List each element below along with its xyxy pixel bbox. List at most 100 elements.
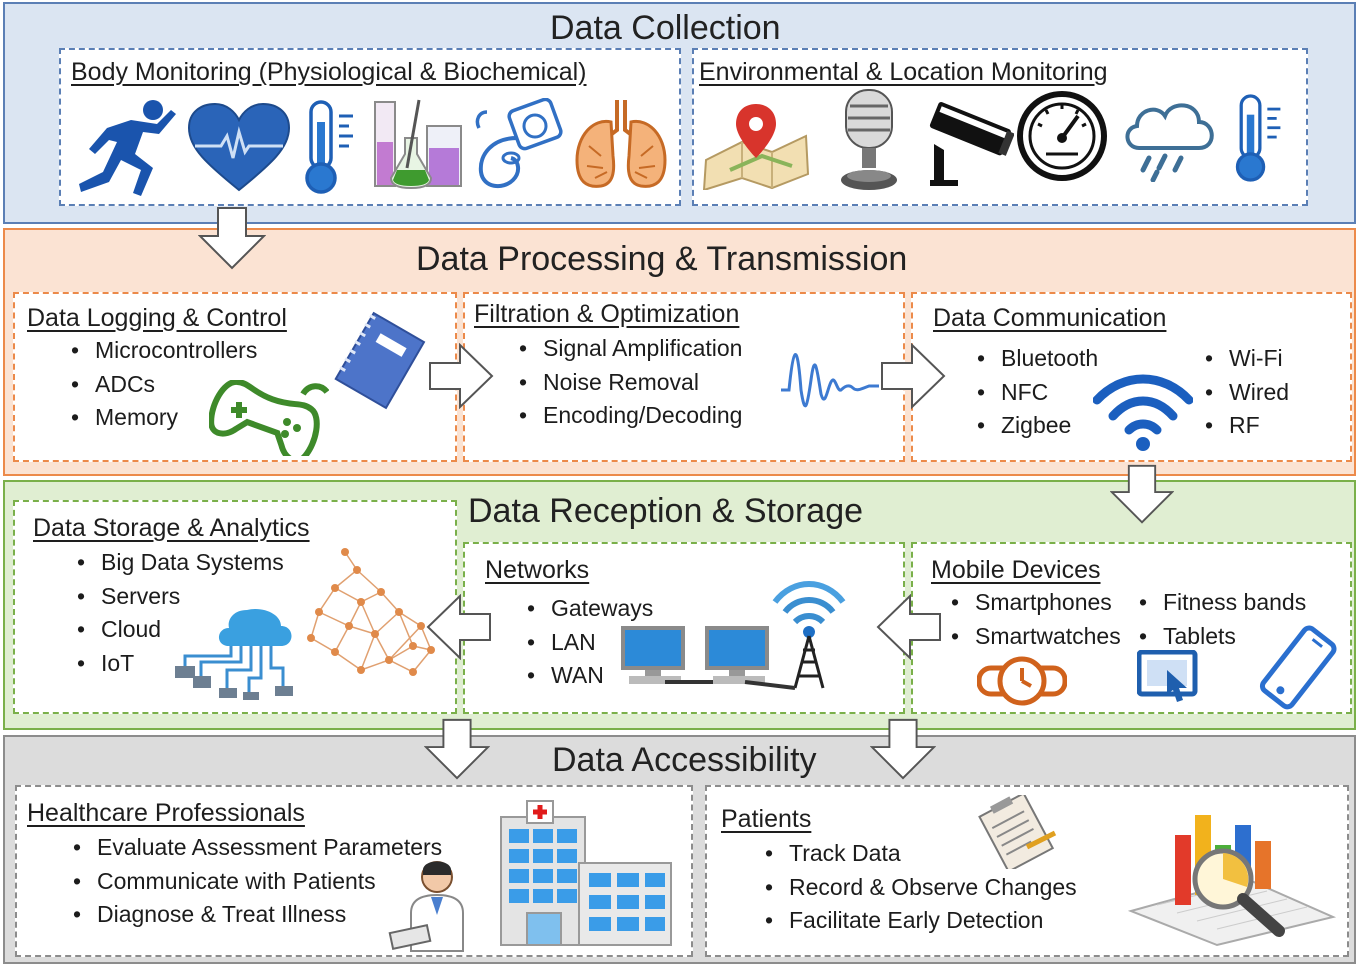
list-item: Memory	[71, 401, 257, 435]
list-item: Wired	[1205, 376, 1289, 410]
map-pin-icon	[702, 104, 810, 190]
computers-tower-icon	[621, 581, 846, 690]
microphone-icon	[841, 89, 897, 190]
cloud-network-icon	[175, 608, 293, 700]
list-item: Facilitate Early Detection	[765, 904, 1077, 938]
doctor-icon	[388, 861, 464, 952]
networks-list: Gateways LAN WAN	[527, 592, 653, 693]
runner-icon	[79, 100, 176, 196]
list-item: LAN	[527, 626, 653, 660]
data-logging-panel: Data Logging & Control Microcontrollers …	[13, 292, 457, 462]
list-item: Encoding/Decoding	[519, 399, 742, 433]
environmental-monitoring-title: Environmental & Location Monitoring	[699, 58, 1108, 86]
filtration-list: Signal Amplification Noise Removal Encod…	[519, 332, 742, 433]
list-item: Communicate with Patients	[73, 865, 442, 899]
gauge-icon	[1017, 91, 1107, 181]
filtration-panel: Filtration & Optimization Signal Amplifi…	[463, 292, 905, 462]
list-item: WAN	[527, 659, 653, 693]
data-collection-title: Data Collection	[550, 9, 781, 47]
data-logging-title: Data Logging & Control	[27, 304, 287, 332]
network-graph-icon	[307, 548, 435, 676]
body-monitoring-title: Body Monitoring (Physiological & Biochem…	[71, 58, 587, 86]
patients-panel: Patients Track Data Record & Observe Cha…	[705, 785, 1349, 957]
list-item: Servers	[77, 580, 284, 614]
healthcare-professionals-list: Evaluate Assessment Parameters Communica…	[73, 831, 442, 932]
list-item: Track Data	[765, 837, 1077, 871]
list-item: NFC	[977, 376, 1098, 410]
healthcare-professionals-title: Healthcare Professionals	[27, 799, 305, 827]
arrow-networks-to-patients	[870, 718, 936, 780]
arrow-networks-to-storage	[426, 594, 491, 660]
body-monitoring-panel: Body Monitoring (Physiological & Biochem…	[59, 48, 681, 206]
list-item: Gateways	[527, 592, 653, 626]
wifi-icon	[1093, 374, 1193, 451]
data-logging-list: Microcontrollers ADCs Memory	[71, 334, 257, 435]
data-processing-section: Data Processing & Transmission Data Logg…	[3, 228, 1356, 476]
list-item: Signal Amplification	[519, 332, 742, 366]
security-camera-icon	[929, 101, 1014, 186]
list-item: Record & Observe Changes	[765, 871, 1077, 905]
clipboard-icon	[978, 795, 1057, 869]
list-item: Evaluate Assessment Parameters	[73, 831, 442, 865]
list-item: Tablets	[1139, 620, 1306, 654]
smartphone-icon	[1259, 625, 1337, 710]
data-storage-list: Big Data Systems Servers Cloud IoT	[77, 546, 284, 680]
analytics-chart-icon	[1127, 815, 1337, 947]
environmental-monitoring-panel: Environmental & Location Monitoring	[692, 48, 1308, 206]
arrow-communication-to-mobile	[1110, 464, 1174, 524]
tablet-icon	[1137, 650, 1198, 702]
list-item: Smartwatches	[951, 620, 1121, 654]
notebook-icon	[334, 311, 426, 410]
healthcare-professionals-panel: Healthcare Professionals Evaluate Assess…	[15, 785, 693, 957]
communication-list-left: Bluetooth NFC Zigbee	[977, 342, 1098, 443]
arrow-collection-to-processing	[198, 207, 266, 270]
data-accessibility-title: Data Accessibility	[552, 741, 817, 779]
hospital-icon	[500, 800, 672, 946]
heart-ecg-icon	[187, 102, 291, 192]
list-item: Wi-Fi	[1205, 342, 1289, 376]
rain-cloud-icon	[1125, 103, 1214, 182]
list-item: Noise Removal	[519, 366, 742, 400]
list-item: ADCs	[71, 368, 257, 402]
list-item: Zigbee	[977, 409, 1098, 443]
arrow-storage-to-professionals	[424, 718, 490, 780]
list-item: Microcontrollers	[71, 334, 257, 368]
filtration-title: Filtration & Optimization	[474, 300, 740, 328]
data-communication-title: Data Communication	[933, 304, 1167, 332]
list-item: Big Data Systems	[77, 546, 284, 580]
data-storage-panel: Data Storage & Analytics Big Data System…	[13, 500, 457, 714]
data-accessibility-section: Data Accessibility Healthcare Profession…	[3, 735, 1356, 964]
blood-pressure-cuff-icon	[475, 98, 563, 189]
game-controller-icon	[209, 380, 329, 456]
networks-title: Networks	[485, 556, 590, 584]
thermometer-icon	[1235, 94, 1281, 182]
data-storage-title: Data Storage & Analytics	[33, 514, 310, 542]
arrow-mobile-to-networks	[876, 594, 941, 660]
list-item: Diagnose & Treat Illness	[73, 898, 442, 932]
list-item: Cloud	[77, 613, 284, 647]
data-collection-section: Data Collection Body Monitoring (Physiol…	[3, 2, 1356, 224]
list-item: Fitness bands	[1139, 586, 1306, 620]
data-communication-panel: Data Communication Bluetooth NFC Zigbee …	[911, 292, 1352, 462]
smartwatch-icon	[977, 656, 1067, 706]
list-item: Smartphones	[951, 586, 1121, 620]
data-reception-title: Data Reception & Storage	[468, 492, 864, 530]
list-item: IoT	[77, 647, 284, 681]
mobile-list-right: Fitness bands Tablets	[1139, 586, 1306, 653]
mobile-devices-panel: Mobile Devices Smartphones Smartwatches …	[911, 542, 1352, 714]
lab-beakers-icon	[374, 99, 462, 190]
data-processing-title: Data Processing & Transmission	[416, 240, 908, 278]
thermometer-icon	[305, 100, 353, 194]
list-item: RF	[1205, 409, 1289, 443]
patients-list: Track Data Record & Observe Changes Faci…	[765, 837, 1077, 938]
arrow-logging-to-filtration	[429, 343, 494, 409]
data-reception-section: Data Reception & Storage Data Storage & …	[3, 480, 1356, 730]
mobile-list-left: Smartphones Smartwatches	[951, 586, 1121, 653]
networks-panel: Networks Gateways LAN WAN	[463, 542, 905, 714]
lungs-icon	[575, 100, 667, 188]
arrow-filtration-to-communication	[881, 343, 946, 409]
list-item: Bluetooth	[977, 342, 1098, 376]
mobile-devices-title: Mobile Devices	[931, 556, 1101, 584]
communication-list-right: Wi-Fi Wired RF	[1205, 342, 1289, 443]
patients-title: Patients	[721, 805, 812, 833]
